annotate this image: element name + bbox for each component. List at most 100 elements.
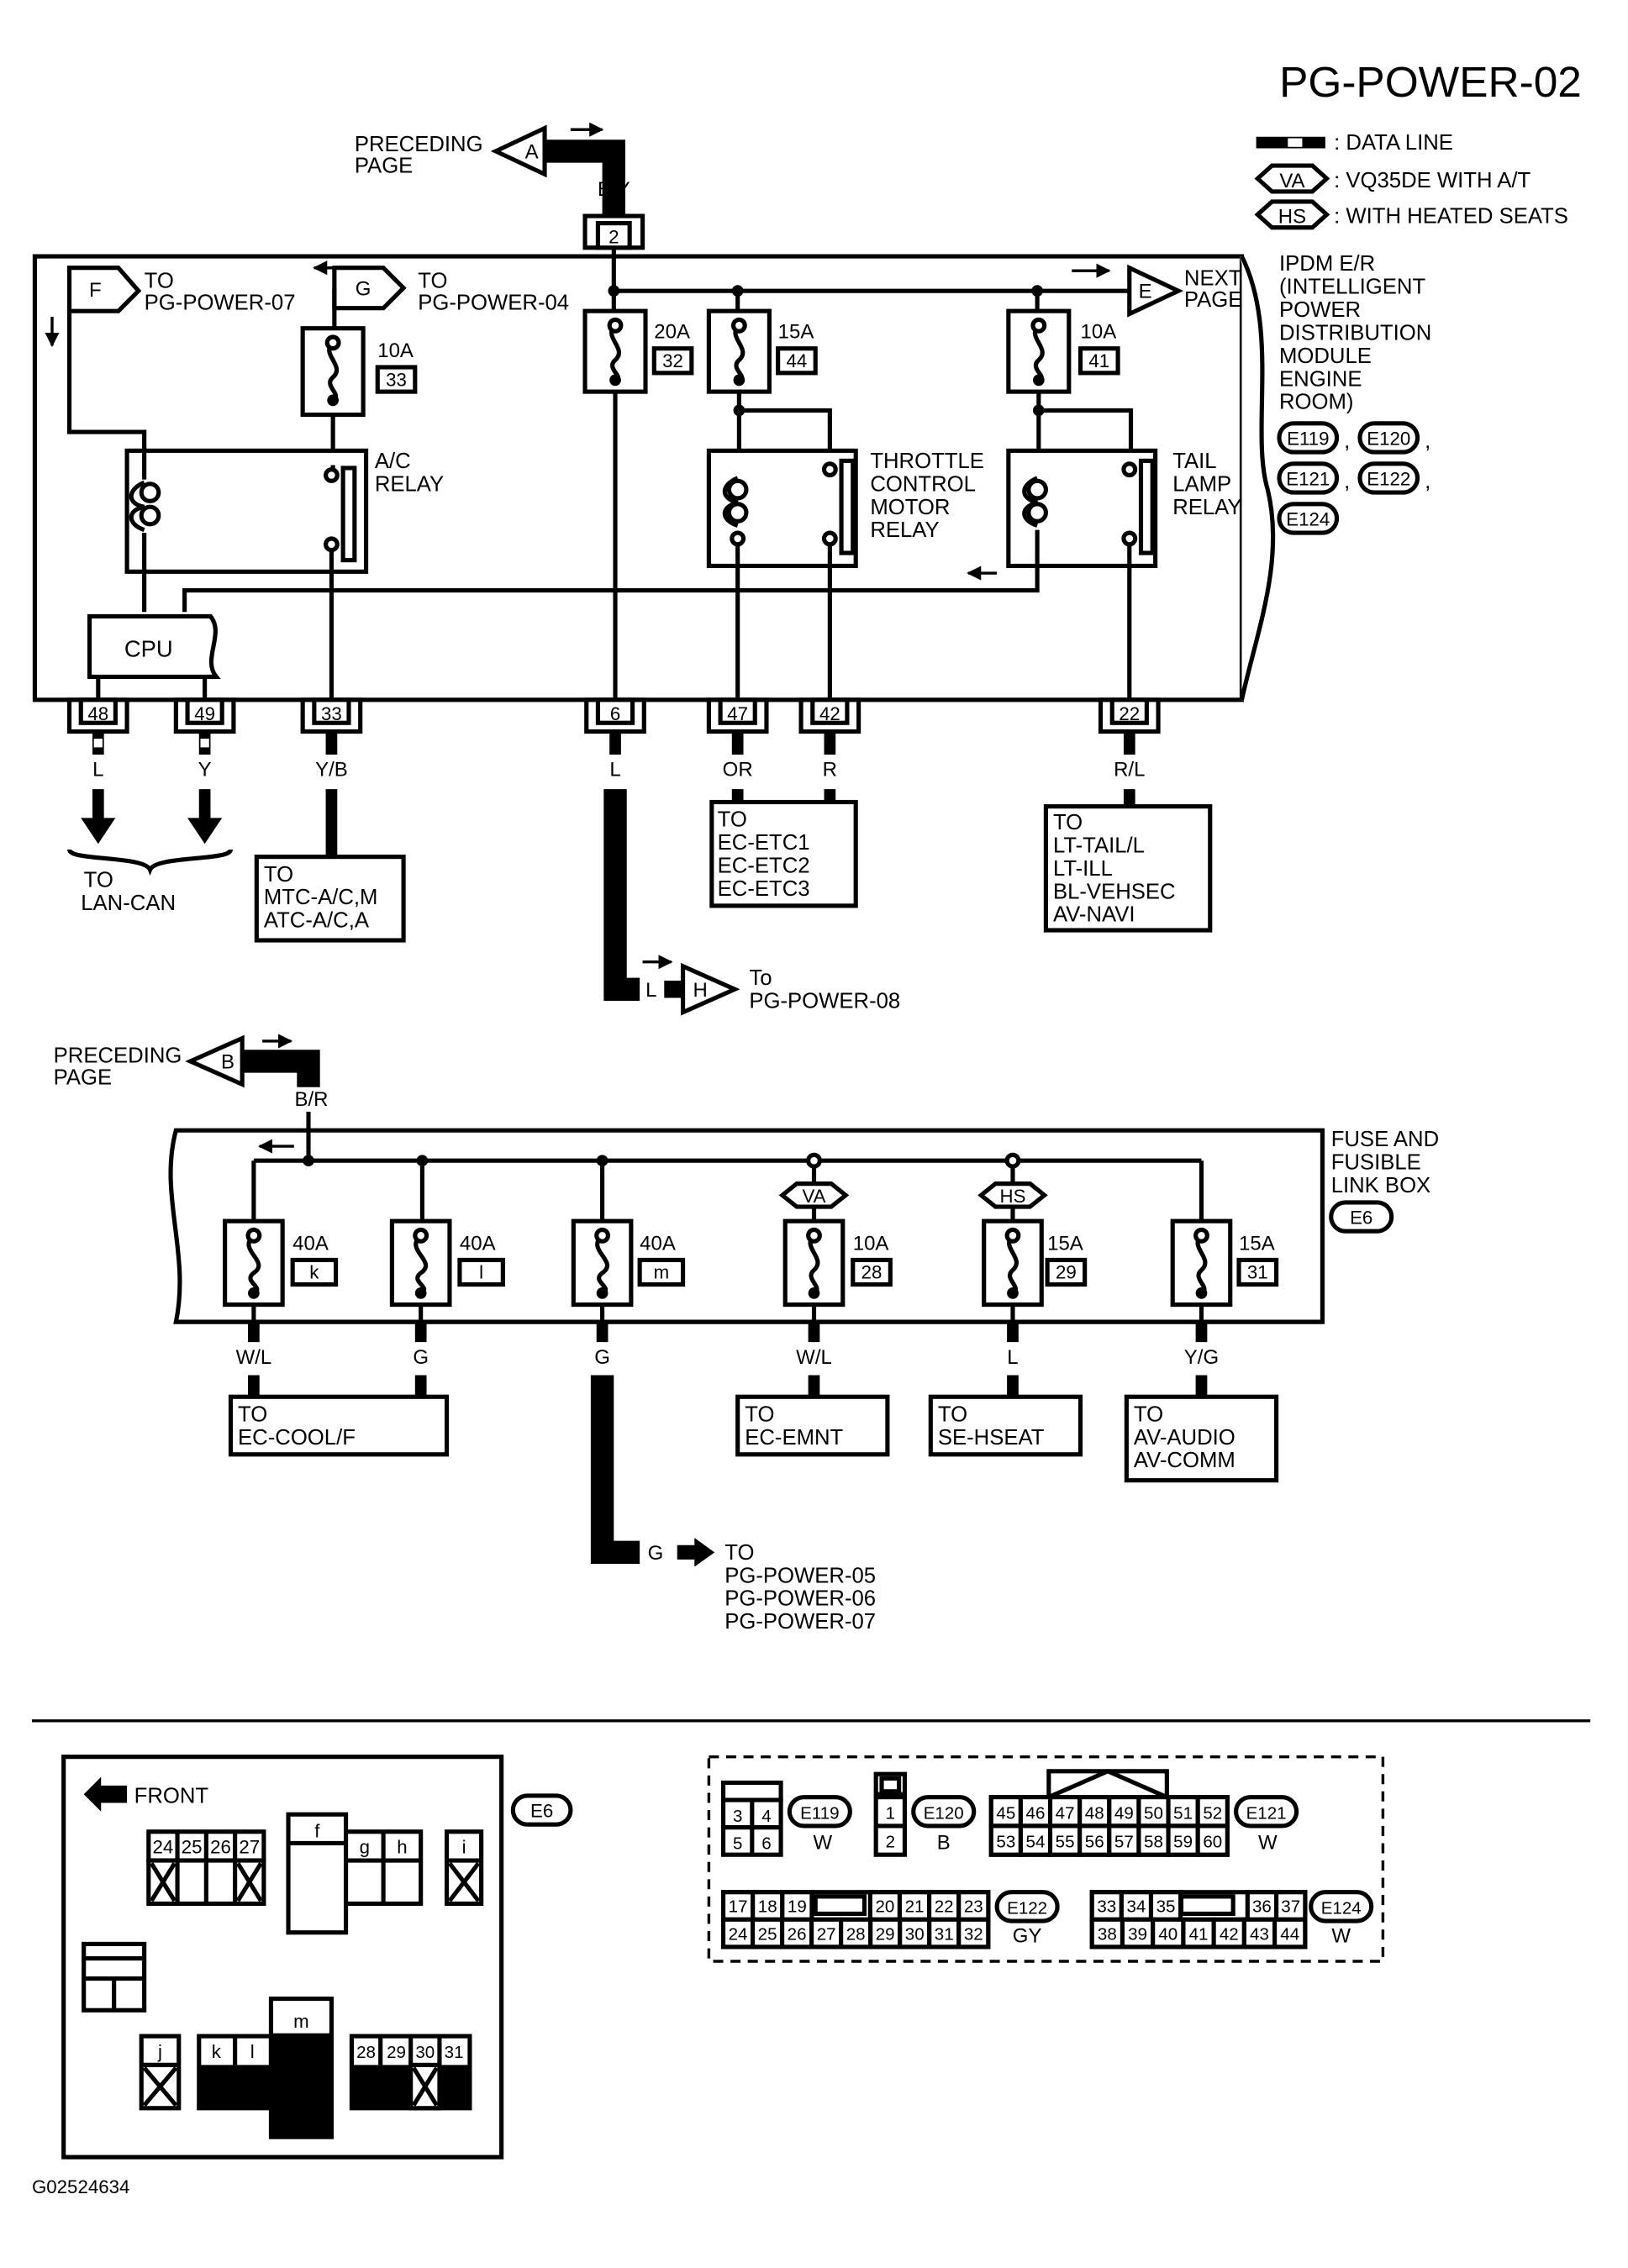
wire-yb-33: Y/B: [315, 759, 348, 781]
svg-text:29: 29: [387, 2043, 406, 2062]
tail-lamp-relay: TAIL LAMP RELAY: [1006, 448, 1242, 569]
svg-text:TO: TO: [745, 1402, 774, 1426]
to-mtc-box: TO MTC-A/C,M ATC-A/C,A: [254, 855, 406, 943]
pin-number: 20: [875, 1897, 894, 1917]
preceding-page-a-line2: PAGE: [355, 155, 413, 178]
cpu: CPU: [87, 613, 221, 679]
pin-number: 57: [1114, 1833, 1134, 1852]
va-symbol: [1254, 163, 1330, 194]
pin-number: 23: [964, 1897, 983, 1917]
hs-condition: [977, 1181, 1048, 1209]
svg-text:LAMP: LAMP: [1172, 472, 1231, 496]
svg-text:32: 32: [662, 350, 683, 371]
svg-text:m: m: [654, 1262, 670, 1283]
svg-text:MTC-A/C,M: MTC-A/C,M: [264, 886, 378, 909]
pin-cell: [1148, 1890, 1183, 1922]
pin-cell: [927, 1917, 962, 1950]
svg-text:E122: E122: [1367, 469, 1410, 490]
svg-text:PG-POWER-06: PG-POWER-06: [724, 1587, 876, 1611]
pin-number: 40: [1158, 1924, 1178, 1944]
svg-text:15A: 15A: [778, 321, 814, 344]
wire-wl-28: W/L: [796, 1346, 832, 1369]
pin-number: 52: [1203, 1803, 1222, 1823]
svg-text:W: W: [1331, 1925, 1351, 1948]
connector-e-flag: [1127, 264, 1184, 318]
svg-text:42: 42: [819, 703, 840, 724]
svg-text:15A: 15A: [1047, 1232, 1083, 1255]
fusible-link-40a-m: 40A m: [571, 1218, 686, 1308]
svg-text:47: 47: [727, 703, 748, 724]
preceding-page-a-line1: PRECEDING: [355, 133, 483, 156]
svg-text:6: 6: [761, 1834, 771, 1853]
pin-cell: [750, 1917, 785, 1950]
pin-number: 17: [729, 1897, 748, 1917]
svg-text:E6: E6: [1350, 1208, 1372, 1229]
svg-text:41: 41: [1088, 350, 1109, 371]
connector-e-label: E: [1139, 281, 1152, 303]
pin-number: 45: [996, 1803, 1015, 1823]
pin-number: 39: [1128, 1924, 1147, 1944]
pin-number: 50: [1144, 1803, 1163, 1823]
svg-text:31: 31: [445, 2043, 464, 2062]
throttle-control-motor-relay: THROTTLE CONTROL MOTOR RELAY: [706, 448, 984, 569]
svg-text:E124: E124: [1286, 508, 1330, 529]
svg-text:AV-COMM: AV-COMM: [1134, 1449, 1235, 1472]
svg-text:40A: 40A: [640, 1232, 676, 1255]
svg-text:VA: VA: [802, 1186, 825, 1207]
svg-text:RELAY: RELAY: [375, 472, 444, 496]
pin-number: 59: [1173, 1833, 1193, 1852]
fuse-10a-33: 10A 33: [300, 326, 418, 418]
svg-text:MODULE: MODULE: [1279, 345, 1372, 368]
svg-text:TO: TO: [84, 869, 113, 892]
pin-number: 54: [1026, 1833, 1046, 1852]
svg-text:LAN-CAN: LAN-CAN: [81, 892, 176, 915]
data-line-symbol: [1256, 136, 1325, 149]
pin-cell: [751, 1890, 785, 1922]
svg-text:A/C: A/C: [375, 450, 411, 473]
svg-text:B: B: [937, 1831, 951, 1854]
svg-text:RELAY: RELAY: [1172, 496, 1241, 519]
svg-text:6: 6: [610, 703, 620, 724]
svg-text:ENGINE: ENGINE: [1279, 367, 1362, 391]
wire-wl-k: W/L: [236, 1346, 272, 1369]
fuse-20a-32: 20A 32: [582, 308, 694, 394]
fuse-box-label: FUSE AND FUSIBLE LINK BOX E6: [1329, 1128, 1439, 1234]
svg-text:TO: TO: [238, 1402, 267, 1426]
wire-yg-31: Y/G: [1184, 1346, 1219, 1369]
fusible-link-40a-l: 40A l: [389, 1218, 505, 1308]
svg-text:h: h: [397, 1836, 407, 1857]
input-terminal-2: 2: [609, 227, 619, 248]
svg-text:26: 26: [210, 1836, 231, 1857]
pin-number: 24: [729, 1924, 748, 1944]
va-symbol-label: VA: [1279, 170, 1304, 192]
pin-cell: [898, 1917, 932, 1950]
svg-text:,: ,: [1425, 470, 1430, 493]
hs-symbol: [1254, 199, 1330, 230]
svg-text:2: 2: [886, 1833, 895, 1852]
wire-r-42: R: [823, 759, 837, 781]
pin-number: 25: [758, 1924, 777, 1944]
terminal-6: 6: [584, 697, 646, 734]
connector-e120: 1 2 E120 B: [873, 1771, 977, 1857]
ac-relay: A/C RELAY: [124, 448, 444, 574]
pin-number: 22: [935, 1897, 954, 1917]
fuse-15a-29: 15A 29: [982, 1218, 1088, 1308]
ipdm-section: PRECEDING PAGE A B/Y 2 IPDM E/R (INTELLI…: [32, 122, 1431, 1016]
pin-number: 31: [935, 1924, 954, 1944]
pin-cell: [839, 1917, 873, 1950]
pin-number: 30: [905, 1924, 925, 1944]
svg-text:LT-ILL: LT-ILL: [1053, 857, 1113, 881]
svg-text:EC-ETC2: EC-ETC2: [718, 854, 810, 877]
svg-text:20A: 20A: [654, 321, 690, 344]
pin-number: 18: [758, 1897, 777, 1917]
fuse-15a-31: 15A 31: [1170, 1218, 1279, 1308]
svg-text:TAIL: TAIL: [1172, 450, 1216, 473]
terminal-22: 22: [1098, 697, 1161, 734]
to-av-audio-box: TO AV-AUDIO AV-COMM: [1124, 1394, 1279, 1483]
fuse-15a-44: 15A 44: [706, 308, 818, 394]
to-h-line2: PG-POWER-08: [749, 990, 900, 1013]
svg-text:BL-VEHSEC: BL-VEHSEC: [1053, 880, 1176, 903]
pin-number: 38: [1098, 1924, 1117, 1944]
